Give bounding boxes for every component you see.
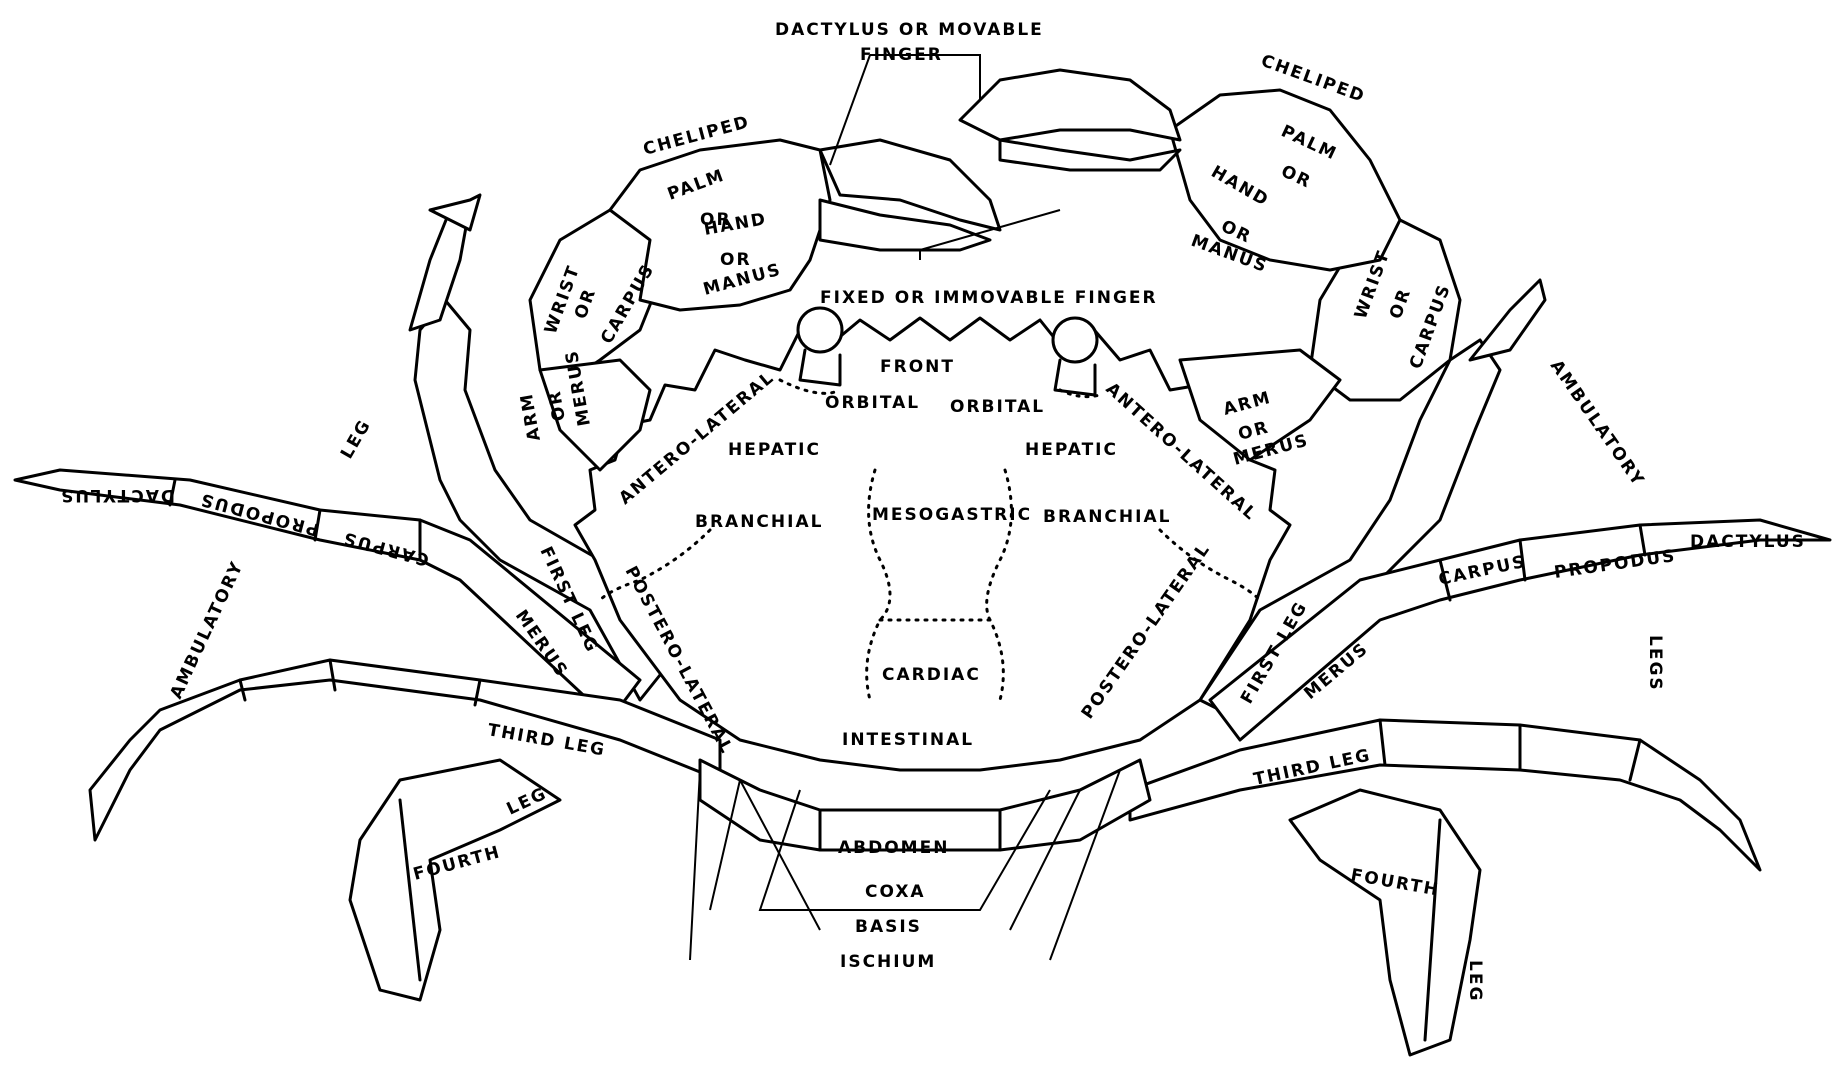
dactylus-movable-label-1: DACTYLUS OR MOVABLE xyxy=(775,20,1044,40)
abdomen-region xyxy=(700,760,1150,850)
orbital-left-label: ORBITAL xyxy=(825,393,920,413)
dactylus-left-label: DACTYLUS xyxy=(59,485,175,505)
mesogastric-label: MESOGASTRIC xyxy=(872,505,1032,525)
cardiac-label: CARDIAC xyxy=(882,665,981,685)
front-label: FRONT xyxy=(880,357,955,377)
leg-upper-left-label: LEG xyxy=(337,416,376,463)
carapace-outline xyxy=(575,318,1290,770)
hepatic-left-label: HEPATIC xyxy=(728,440,821,460)
ambulatory-right-label: AMBULATORY xyxy=(1546,356,1648,490)
branchial-right-label: BRANCHIAL xyxy=(1043,507,1171,527)
ischium-label: ISCHIUM xyxy=(840,952,936,972)
basis-label: BASIS xyxy=(855,917,922,937)
dactylus-movable-label-2: FINGER xyxy=(860,45,943,65)
hepatic-right-label: HEPATIC xyxy=(1025,440,1118,460)
branchial-left-label: BRANCHIAL xyxy=(695,512,823,532)
fixed-finger-label: FIXED OR IMMOVABLE FINGER xyxy=(820,288,1158,308)
arm-left-label: ARM xyxy=(517,391,545,443)
intestinal-label: INTESTINAL xyxy=(842,730,974,750)
legs-right-label: LEGS xyxy=(1645,635,1665,692)
orbital-right-label: ORBITAL xyxy=(950,397,1045,417)
leg-fourth-right-label: LEG xyxy=(1465,960,1485,1002)
coxa-label: COXA xyxy=(865,882,926,902)
or-left-2: OR xyxy=(720,250,752,270)
abdomen-label: ABDOMEN xyxy=(838,838,949,858)
dactylus-right-label: DACTYLUS xyxy=(1690,532,1806,552)
